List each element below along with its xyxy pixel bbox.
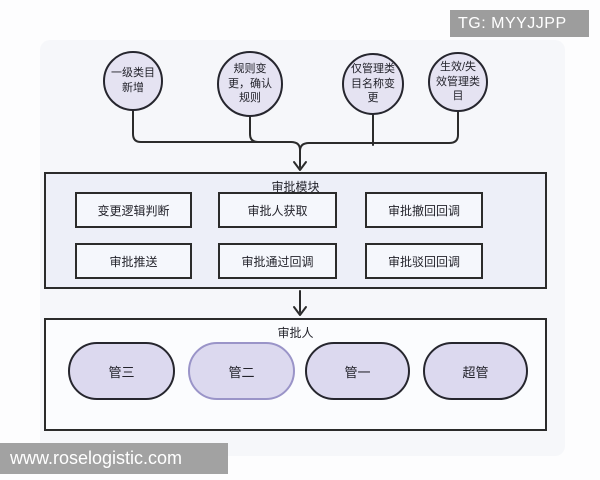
source-node-name-change: 仅管理类 目名称变 更 xyxy=(342,53,404,115)
source-node-label: 规则变 更，确认 规则 xyxy=(228,62,272,105)
source-node-label: 仅管理类 目名称变 更 xyxy=(351,62,395,105)
module-box-approve-callback: 审批通过回调 xyxy=(218,243,337,279)
module-box-withdraw-callback: 审批撤回回调 xyxy=(365,192,483,228)
source-node-category-add: 一级类目 新增 xyxy=(103,51,163,111)
approver-pill-guan2: 管二 xyxy=(188,342,295,400)
approver-pill-super: 超管 xyxy=(423,342,528,400)
approver-pill-guan1: 管一 xyxy=(305,342,410,400)
source-node-label: 生效/失 效管理类 目 xyxy=(436,60,480,103)
tg-watermark-text: TG: MYYJJPP xyxy=(458,14,567,32)
module-box-change-logic: 变更逻辑判断 xyxy=(75,192,192,228)
module-box-approver-fetch: 审批人获取 xyxy=(218,192,337,228)
module-box-approval-push: 审批推送 xyxy=(75,243,192,279)
source-node-label: 一级类目 新增 xyxy=(111,67,155,94)
approval-module-title: 审批模块 xyxy=(271,180,320,194)
site-watermark-text: www.roselogistic.com xyxy=(10,448,183,468)
tg-watermark-banner: TG: MYYJJPP xyxy=(450,10,589,37)
source-node-rule-change: 规则变 更，确认 规则 xyxy=(217,51,283,117)
approver-pill-guan3: 管三 xyxy=(68,342,175,400)
module-box-reject-callback: 审批驳回回调 xyxy=(365,243,483,279)
site-watermark-banner: www.roselogistic.com xyxy=(0,443,228,474)
source-node-activate-deactivate: 生效/失 效管理类 目 xyxy=(428,52,488,112)
approver-group-title: 审批人 xyxy=(277,326,314,340)
approval-module-group: 审批模块 变更逻辑判断 审批人获取 审批撤回回调 审批推送 审批通过回调 审批驳… xyxy=(44,172,547,289)
approver-group: 审批人 管三 管二 管一 超管 xyxy=(44,318,547,431)
